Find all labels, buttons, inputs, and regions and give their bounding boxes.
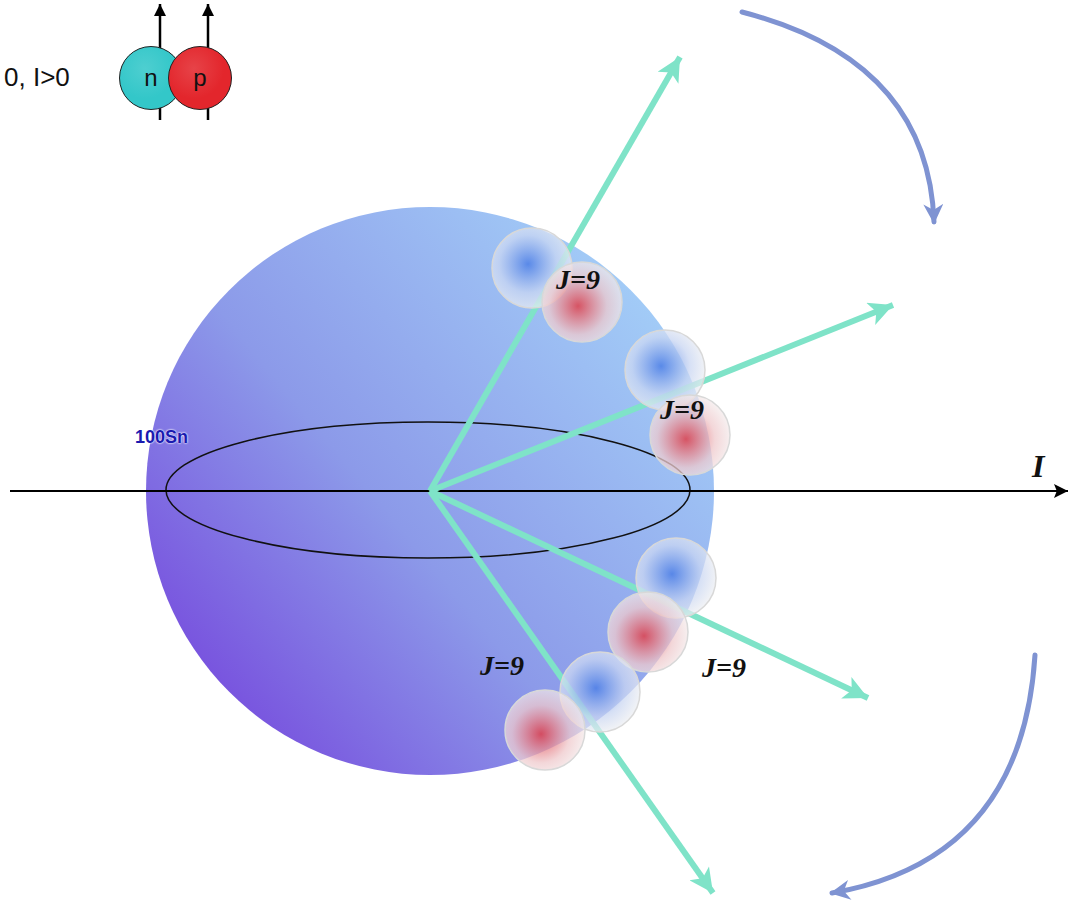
particle-label: n (144, 64, 157, 92)
pair-spin-label: J=9 (702, 652, 746, 684)
pair-spin-label: J=9 (480, 650, 524, 682)
angular-momentum-vectors (430, 57, 893, 893)
proton-ball: p (168, 46, 232, 110)
particle-label: p (193, 64, 206, 92)
rotation-arrows (742, 12, 1035, 893)
np-pairs (492, 228, 730, 770)
axis-label: I (1032, 448, 1044, 485)
rotation-axis (10, 490, 1068, 492)
pair-spin-label: J=9 (556, 264, 600, 296)
pair-spin-label: J=9 (660, 394, 704, 426)
state-quantum-numbers: 0, I>0 (4, 62, 70, 93)
nucleus-label: 100Sn (135, 427, 188, 448)
